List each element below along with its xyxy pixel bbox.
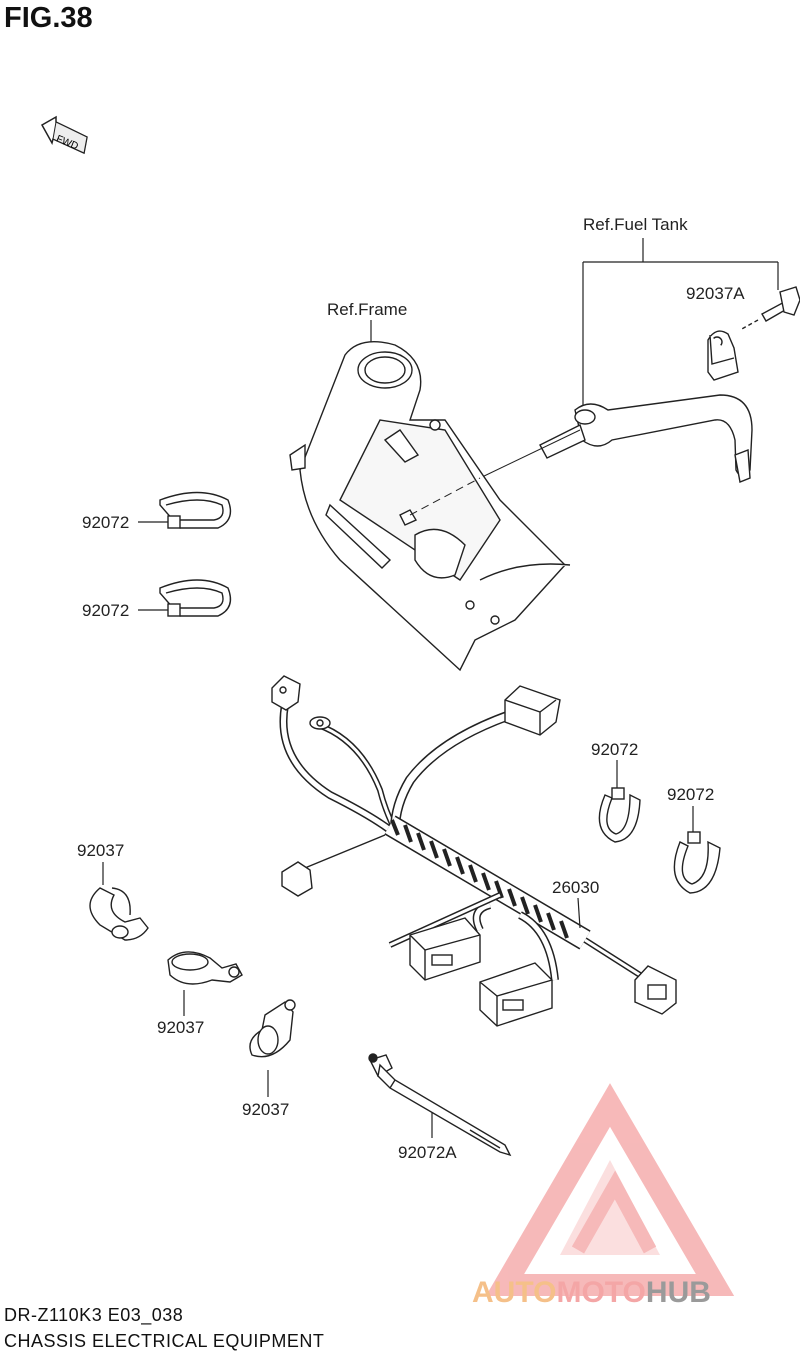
frame-icon [289, 341, 571, 672]
cable-tie-92072-b-icon [159, 579, 232, 617]
label-92037-b: 92037 [157, 1018, 204, 1037]
label-92037A: 92037A [686, 284, 745, 303]
leader-26030 [577, 897, 581, 929]
label-92037-c: 92037 [242, 1100, 289, 1119]
label-92072-b: 92072 [82, 601, 129, 620]
clamp-92037-b-icon [167, 951, 243, 985]
watermark-auto: AUTO [472, 1276, 557, 1309]
watermark-hub: HUB [645, 1276, 711, 1309]
watermark-logo-mark [485, 1083, 735, 1296]
bolt-92037A-icon [707, 286, 800, 381]
ref-frame-label: Ref.Frame [327, 300, 407, 319]
cable-tie-92072-a-icon [159, 491, 232, 529]
label-92072-a: 92072 [82, 513, 129, 532]
label-92037-a: 92037 [77, 841, 124, 860]
harness-connectors-icon [271, 675, 677, 1027]
fuel-tank-reference [582, 238, 779, 405]
fwd-arrow-icon: FWD [40, 115, 88, 155]
section-name: CHASSIS ELECTRICAL EQUIPMENT [4, 1331, 325, 1351]
watermark-logo-text: AUTOMOTOHUB [472, 1276, 711, 1310]
cable-tie-92072A-icon [368, 1053, 512, 1157]
figure-title: FIG.38 [4, 2, 93, 34]
watermark-moto: MOTO [556, 1276, 646, 1309]
clamp-92037-a-icon [89, 887, 149, 941]
clamp-92037-c-icon [249, 999, 296, 1058]
ref-fuel-tank-label: Ref.Fuel Tank [583, 215, 688, 234]
label-92072A: 92072A [398, 1143, 457, 1162]
cable-tie-92072-d-icon [673, 831, 721, 894]
fuel-tank-bracket-icon [479, 394, 753, 483]
label-92072-c: 92072 [591, 740, 638, 759]
cable-tie-92072-c-icon [598, 787, 641, 843]
wiring-harness-26030-icon [279, 704, 642, 981]
label-92072-d: 92072 [667, 785, 714, 804]
label-26030: 26030 [552, 878, 599, 897]
model-code: DR-Z110K3 E03_038 [4, 1305, 184, 1325]
